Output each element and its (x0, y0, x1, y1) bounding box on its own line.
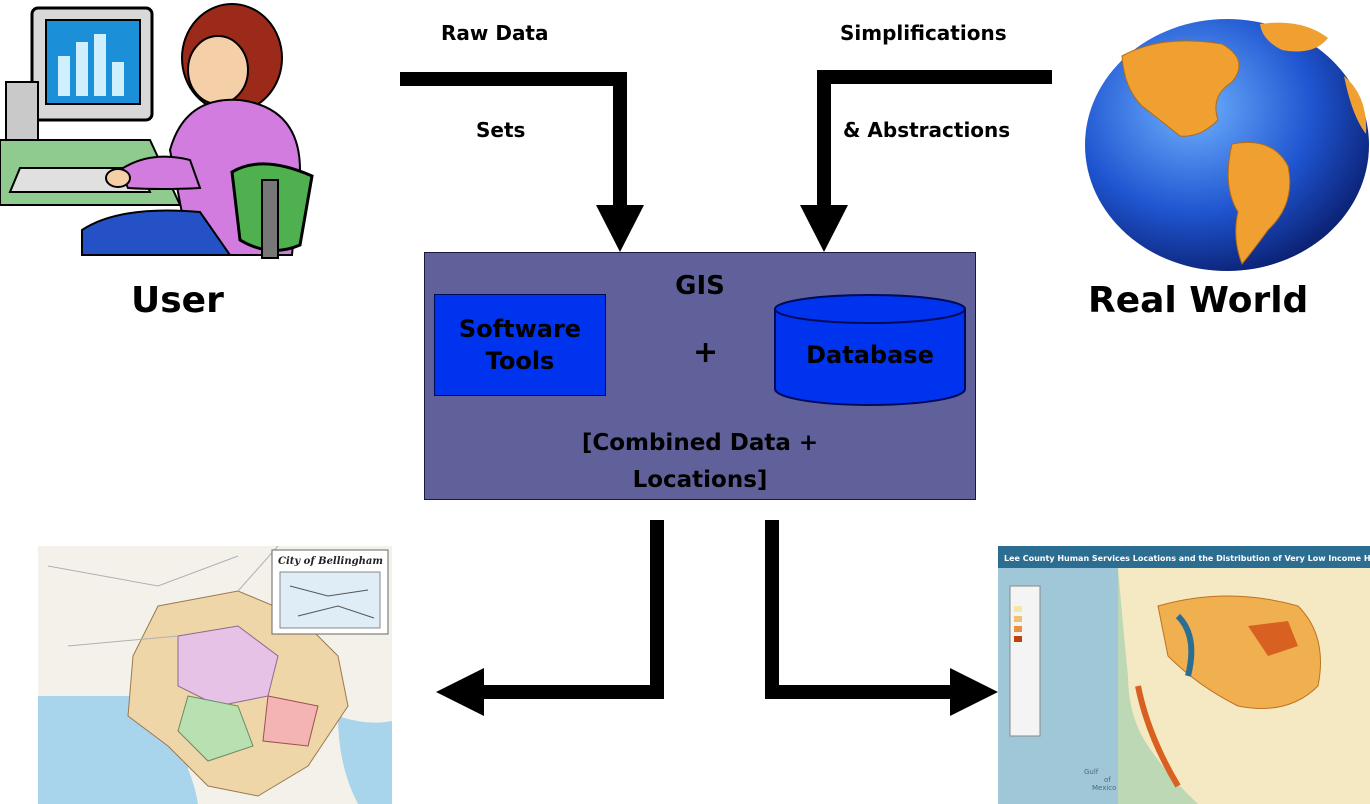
software-tools-box: Software Tools (434, 294, 606, 396)
simplifications-arrowhead (800, 205, 848, 252)
lee-county-map-image: Lee County Human Services Locations and … (998, 546, 1370, 804)
database-cylinder: Database (773, 293, 967, 407)
abstractions-label: & Abstractions (843, 118, 1011, 142)
lee-map-water-label-2: of (1104, 776, 1111, 784)
database-label: Database (806, 341, 934, 369)
simplifications-label: Simplifications (840, 21, 1007, 45)
output-right-arrow (765, 520, 950, 699)
lee-county-map-title: Lee County Human Services Locations and … (1004, 554, 1370, 563)
real-world-label: Real World (1088, 280, 1309, 321)
output-right-arrowhead (950, 668, 998, 716)
combined-line-2: Locations] (632, 467, 768, 493)
sets-label: Sets (476, 118, 526, 142)
user-label: User (131, 280, 224, 321)
user-at-computer-illustration (0, 3, 314, 259)
combined-line-1: [Combined Data + (581, 430, 819, 456)
globe-illustration (1085, 19, 1369, 271)
gis-box: GIS Software Tools + Database [Combined … (424, 252, 976, 500)
output-left-arrow (484, 520, 664, 699)
software-line-2: Tools (485, 347, 555, 375)
raw-data-label: Raw Data (441, 21, 549, 45)
lee-map-water-label-3: Mexico (1092, 784, 1116, 792)
lee-map-water-label-1: Gulf (1084, 768, 1099, 776)
plus-sign: + (693, 335, 719, 370)
raw-data-arrow (400, 72, 627, 205)
bellingham-map-image: City of Bellingham (38, 546, 392, 804)
raw-data-arrowhead (596, 205, 644, 252)
simplifications-arrow (817, 70, 1052, 205)
database-icon (774, 294, 966, 406)
combined-data-text: [Combined Data + Locations] (425, 425, 975, 499)
output-left-arrowhead (436, 668, 484, 716)
gis-title: GIS (675, 271, 725, 301)
software-line-1: Software (458, 314, 582, 343)
bellingham-map-title: City of Bellingham (278, 556, 383, 567)
